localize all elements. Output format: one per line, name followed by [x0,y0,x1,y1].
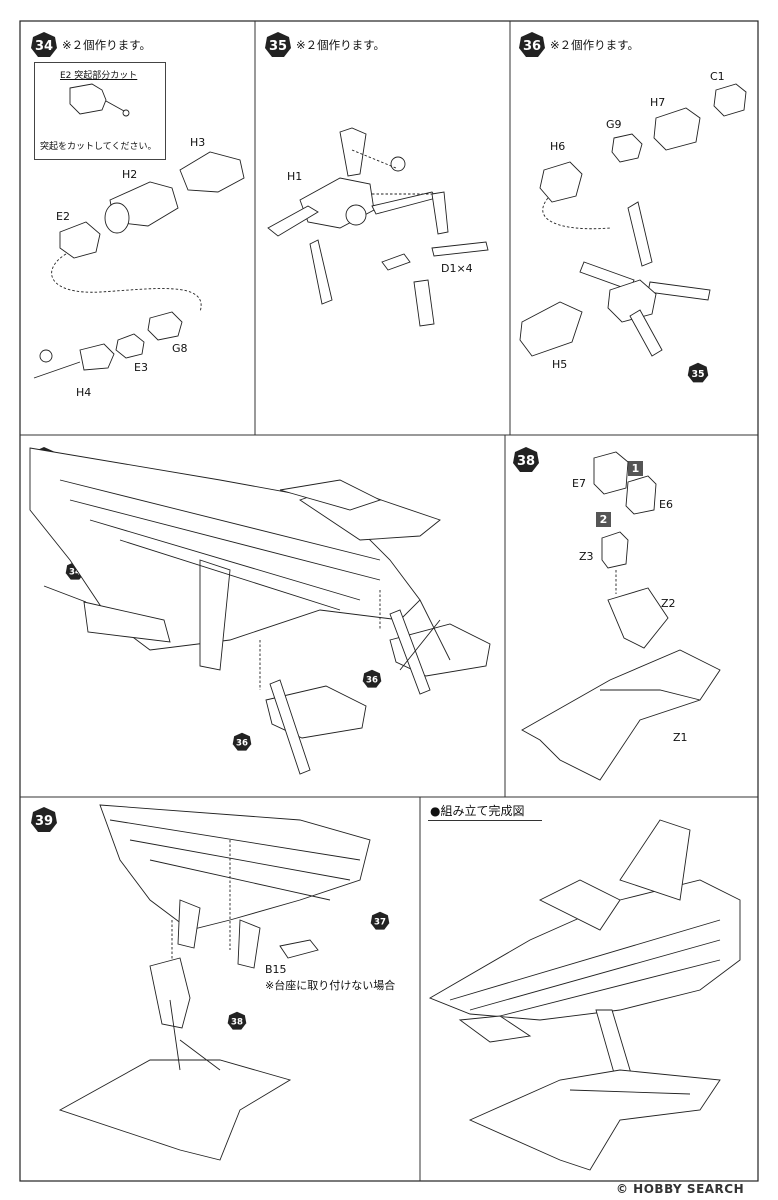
part-label-H2: H2 [122,168,138,181]
part-label-E6: E6 [659,498,673,511]
ref-38-number: 38 [231,1018,243,1028]
cut-callout: E2 突起部分カット 突起をカットしてください。 [34,62,166,160]
part-label-H6: H6 [550,140,566,153]
ref-37-number: 37 [374,918,386,928]
step-35-note: ※２個作ります。 [296,38,385,52]
callout-body: 突起をカットしてください。 [40,142,157,152]
part-label-Z1: Z1 [673,731,688,744]
part-label-E3: E3 [134,361,148,374]
ref-34-badge-upper: 34 [207,503,227,522]
callout-title: E2 突起部分カット [60,71,138,81]
step-37-badge: 37 [31,447,57,472]
ref-36-number-left: 36 [236,739,248,749]
b15-note: ※台座に取り付けない場合 [265,979,396,992]
step-36-number: 36 [523,39,541,54]
step-36-note: ※２個作ります。 [550,38,639,52]
ref-34-number-lower: 34 [69,568,81,578]
step-38-number: 38 [517,454,535,469]
part-label-G9: G9 [606,118,622,131]
hobby-search-watermark: © HOBBY SEARCH [616,1182,745,1196]
step-38-badge: 38 [513,447,539,472]
part-label-Z3: Z3 [579,550,594,563]
ref-37-badge: 37 [370,911,390,930]
ref-36-badge-left: 36 [232,732,252,751]
completed-view-title: ●組み立て完成図 [428,801,543,821]
ref-35-number: 35 [691,369,704,380]
step-35-number: 35 [269,39,287,54]
part-label-H1: H1 [287,170,303,183]
ref-35-badge: 35 [687,362,709,383]
step-39-badge: 39 [31,807,57,832]
ref-38-badge: 38 [227,1011,247,1030]
part-label-H3: H3 [190,136,206,149]
order-box-1: 1 [628,461,643,476]
part-label-E7: E7 [572,477,586,490]
part-label-H5: H5 [552,358,568,371]
ref-34-badge-lower: 34 [65,561,85,580]
step-34-note: ※２個作ります。 [62,38,151,52]
part-label-H4: H4 [76,386,92,399]
step-37-number: 37 [35,454,53,469]
ref-36-number-right: 36 [366,676,378,686]
step-35-badge: 35 [265,32,291,57]
step-34-number: 34 [35,39,53,54]
part-label-G8: G8 [172,342,188,355]
step-36-badge: 36 [519,32,545,57]
part-label-H7: H7 [650,96,666,109]
part-label-C1: C1 [710,70,725,83]
order-box-2: 2 [596,512,611,527]
ref-36-badge-right: 36 [362,669,382,688]
step-34-badge: 34 [31,32,57,57]
step-39-number: 39 [35,814,53,829]
ref-34-number-upper: 34 [211,510,223,520]
part-label-B15: B15 [265,963,287,976]
part-label-Z2: Z2 [661,597,676,610]
part-label-D1x4: D1×4 [441,262,473,275]
part-label-E2: E2 [56,210,70,223]
